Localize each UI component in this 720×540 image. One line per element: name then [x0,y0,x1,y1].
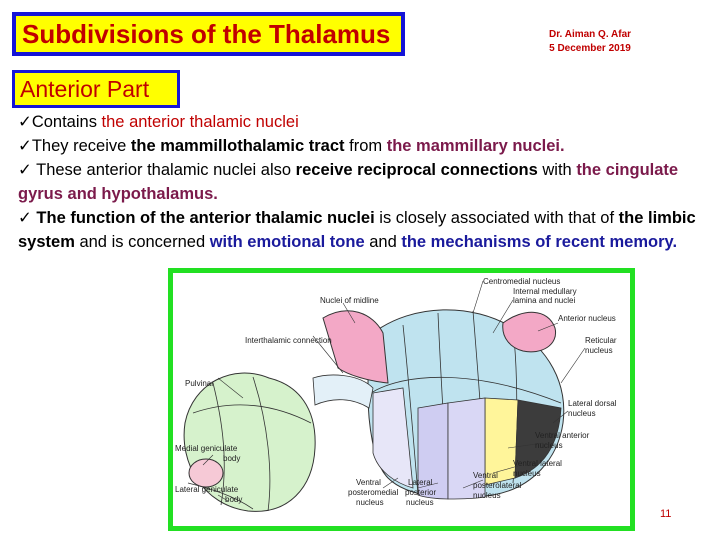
label-vpl: Ventral [473,471,498,480]
label-ventral-lateral-2: nucleus [513,469,541,478]
label-centromedian: Centromedial nucleus [483,277,560,286]
bullet-list: ✓Contains the anterior thalamic nuclei ✓… [18,110,710,254]
bullet-highlight: with emotional tone [209,233,365,251]
label-lateral-geniculate-2: body [225,495,242,504]
vpm-region [372,387,414,489]
label-vpm-3: nucleus [356,498,384,507]
label-midline: Nuclei of midline [320,296,379,305]
bullet-highlight: the mammillothalamic tract [130,137,345,155]
label-vl-post: Lateral [408,478,433,487]
label-vpl-3: nucleus [473,491,501,500]
label-ventral-anterior: Ventral anterior [535,431,590,440]
bullet-highlight: the anterior thalamic nuclei [101,113,299,131]
bullet-highlight: The function of the anterior thalamic nu… [31,209,375,227]
bullet-highlight: the mechanisms of recent memory. [401,233,678,251]
midline-nuclei-region [322,310,389,384]
section-heading: Anterior Part [20,75,150,102]
bullet-highlight: the limbic system [18,209,696,251]
label-medial-geniculate: Medial geniculate [175,444,238,453]
label-ventral-anterior-2: nucleus [535,441,563,450]
thalamus-diagram: Nuclei of midline Interthalamic connecti… [175,277,617,512]
bullet-text: Contains [31,113,102,131]
page-number: 11 [660,508,672,520]
label-vl-post-2: posterior [405,488,436,497]
slide-title: Subdivisions of the Thalamus [22,18,391,49]
bullet-text: They receive [31,137,131,155]
author-name: Dr. Aiman Q. Afar [548,29,632,40]
label-lateral-dorsal-2: nucleus [568,409,596,418]
check-icon: ✓ [18,209,32,227]
bullet-text: These anterior thalamic nuclei also [31,161,296,179]
bullet-text: from [344,137,387,155]
bullet-item: ✓Contains the anterior thalamic nuclei [18,110,710,134]
bullet-highlight: receive reciprocal connections [295,161,538,179]
label-lamina-2: lamina and nuclei [513,296,575,305]
label-lateral-dorsal: Lateral dorsal [568,399,617,408]
label-pulvinar: Pulvinar [185,379,214,388]
bullet-text: and is concerned [74,233,210,251]
label-vpm: Ventral [356,478,381,487]
check-icon: ✓ [18,137,32,155]
title-box: Subdivisions of the Thalamus [12,12,405,56]
bullet-text: and [364,233,402,251]
bullet-item: ✓ These anterior thalamic nuclei also re… [18,158,710,206]
label-lateral-geniculate: Lateral geniculate [175,485,239,494]
bullet-highlight: the cingulate gyrus and hypothalamus. [18,161,679,203]
label-lamina: Internal medullary [513,287,577,296]
section-heading-box: Anterior Part [12,70,180,108]
author-date: 5 December 2019 [549,43,631,54]
label-vpm-2: posteromedial [348,488,398,497]
check-icon: ✓ [18,113,32,131]
check-icon: ✓ [18,161,32,179]
label-reticular-2: nucleus [585,346,613,355]
label-anterior: Anterior nucleus [558,314,616,323]
label-vpl-2: posterolateral [473,481,522,490]
bullet-text: is closely associated with that of [374,209,619,227]
thalamus-figure-frame: Nuclei of midline Interthalamic connecti… [168,268,635,531]
label-vl-post-3: nucleus [406,498,434,507]
bullet-item: ✓They receive the mammillothalamic tract… [18,134,710,158]
label-medial-geniculate-2: body [223,454,240,463]
label-interthalamic: Interthalamic connection [245,336,332,345]
bullet-highlight: the mammillary nuclei. [386,137,565,155]
reticular-region [514,399,562,479]
medial-geniculate-region [188,458,224,488]
anterior-nucleus-region [502,311,557,353]
author-block: Dr. Aiman Q. Afar 5 December 2019 [530,28,650,56]
interthalamic-connection-region [312,374,374,409]
bullet-text: with [537,161,577,179]
ventral-lateral-region [447,397,486,500]
label-ventral-lateral: Ventral lateral [513,459,562,468]
label-reticular: Reticular [585,336,617,345]
bullet-item: ✓ The function of the anterior thalamic … [18,206,710,254]
